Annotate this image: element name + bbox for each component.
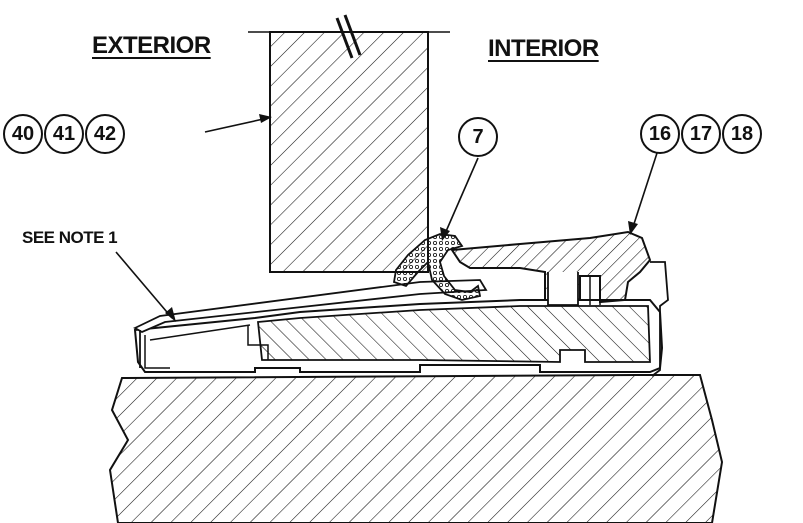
glass-pane xyxy=(248,14,450,273)
interior-label: INTERIOR xyxy=(488,35,599,62)
callout-16: 16 xyxy=(640,114,680,154)
exterior-label: EXTERIOR xyxy=(92,32,211,59)
see-note-label: SEE NOTE 1 xyxy=(22,228,118,247)
callout-18: 18 xyxy=(722,114,762,154)
leader-lines xyxy=(115,114,659,322)
callout-40: 40 xyxy=(3,114,43,154)
callout-17: 17 xyxy=(681,114,721,154)
base-substrate xyxy=(108,374,724,523)
glazing-stop xyxy=(450,230,669,377)
frame-profile xyxy=(133,299,664,373)
callout-42: 42 xyxy=(85,114,125,154)
callout-7: 7 xyxy=(458,117,498,157)
callout-41: 41 xyxy=(44,114,84,154)
sill-cover xyxy=(133,279,488,368)
